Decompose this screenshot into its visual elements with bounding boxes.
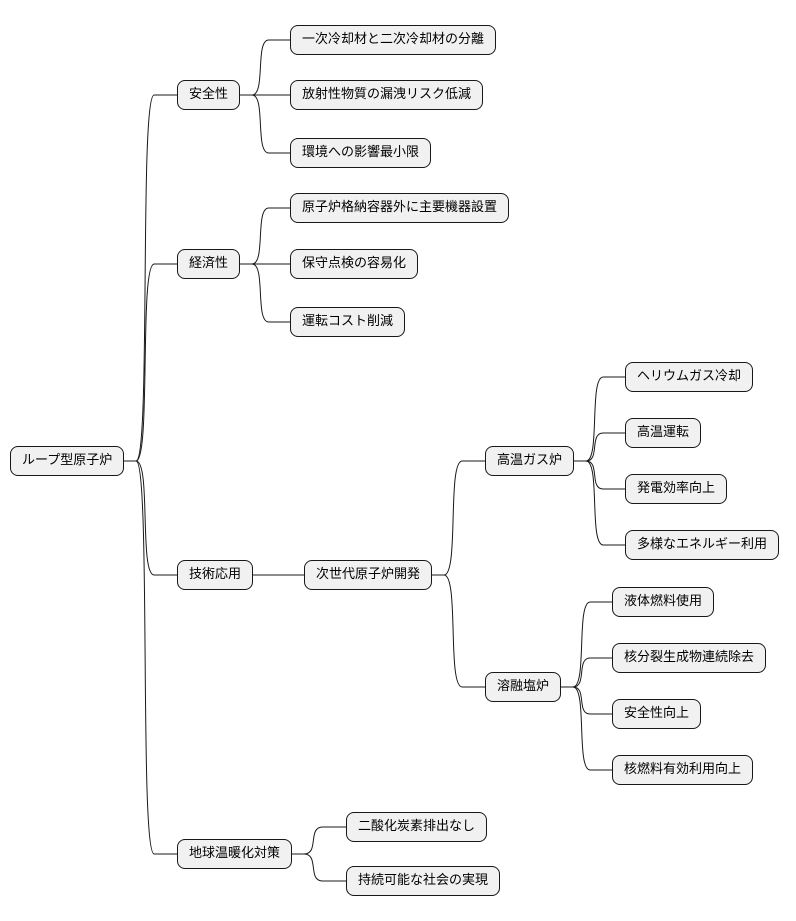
- connector-htgr-to-htgr-2: [574, 432, 625, 462]
- node-application: 技術応用: [177, 560, 254, 590]
- connector-safety-to-safety-3: [240, 94, 290, 154]
- connector-safety-to-safety-1: [240, 39, 290, 96]
- connector-economy-to-economy-1: [240, 207, 290, 265]
- node-htgr-2: 高温運転: [625, 418, 702, 448]
- node-safety: 安全性: [177, 80, 241, 110]
- node-root: ループ型原子炉: [10, 446, 125, 476]
- node-msr-2: 核分裂生成物連続除去: [612, 643, 767, 673]
- node-msr: 溶融塩炉: [485, 672, 562, 702]
- connector-htgr-to-htgr-1: [574, 376, 625, 462]
- node-msr-1: 液体燃料使用: [612, 587, 715, 617]
- connector-msr-to-msr-4: [561, 686, 612, 771]
- connector-climate-to-climate-2: [292, 853, 346, 882]
- connector-root-to-climate: [124, 460, 177, 855]
- connector-msr-to-msr-2: [561, 657, 612, 688]
- connector-root-to-safety: [124, 94, 177, 462]
- node-msr-4: 核燃料有効利用向上: [612, 755, 754, 785]
- node-economy: 経済性: [177, 249, 241, 279]
- connector-next-gen-to-msr: [432, 574, 485, 688]
- connector-climate-to-climate-1: [292, 826, 346, 855]
- connector-htgr-to-htgr-4: [574, 460, 625, 546]
- node-economy-2: 保守点検の容易化: [290, 249, 419, 279]
- node-msr-3: 安全性向上: [612, 699, 702, 729]
- node-safety-3: 環境への影響最小限: [290, 138, 432, 168]
- connector-htgr-to-htgr-3: [574, 460, 625, 490]
- node-economy-3: 運転コスト削減: [290, 307, 406, 337]
- node-safety-2: 放射性物質の漏洩リスク低減: [290, 80, 484, 110]
- connector-msr-to-msr-3: [561, 686, 612, 715]
- connector-root-to-application: [124, 460, 177, 576]
- connector-next-gen-to-htgr: [432, 460, 485, 576]
- node-htgr-4: 多様なエネルギー利用: [625, 530, 780, 560]
- node-climate-1: 二酸化炭素排出なし: [346, 812, 488, 842]
- node-htgr: 高温ガス炉: [485, 446, 575, 476]
- connector-root-to-economy: [124, 263, 177, 462]
- node-climate-2: 持続可能な社会の実現: [346, 866, 501, 896]
- node-next-gen: 次世代原子炉開発: [304, 560, 433, 590]
- connector-economy-to-economy-3: [240, 263, 290, 323]
- connector-msr-to-msr-1: [561, 601, 612, 688]
- node-climate: 地球温暖化対策: [177, 839, 293, 869]
- node-economy-1: 原子炉格納容器外に主要機器設置: [290, 193, 510, 223]
- node-safety-1: 一次冷却材と二次冷却材の分離: [290, 25, 497, 55]
- node-htgr-3: 発電効率向上: [625, 474, 728, 504]
- node-htgr-1: ヘリウムガス冷却: [625, 362, 754, 392]
